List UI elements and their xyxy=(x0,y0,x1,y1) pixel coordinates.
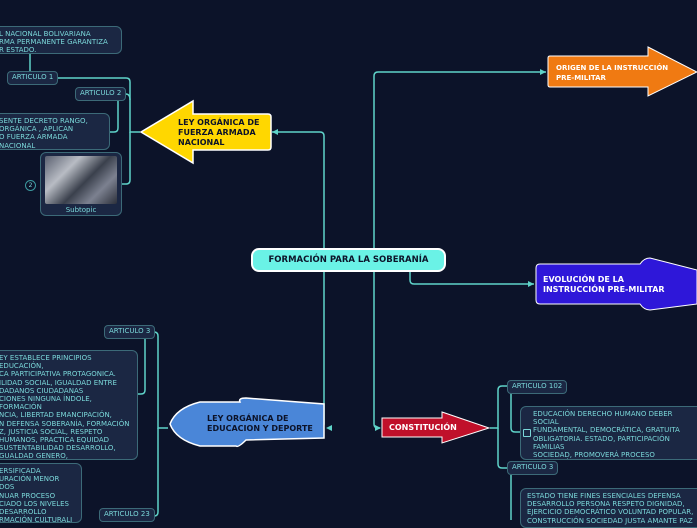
origen-label-line: PRE-MILITAR xyxy=(556,74,606,82)
origen-shape xyxy=(547,46,697,97)
evolucion-label-line: INSTRUCCIÓN PRE-MILITAR xyxy=(543,285,665,294)
educacion-label-line: LEY ORGÁNICA DE xyxy=(207,414,289,423)
evolucion-topic[interactable]: EVOLUCIÓN DE LA INSTRUCCIÓN PRE-MILITAR xyxy=(543,275,665,295)
constitucion-article-3-note[interactable]: ESTADO TIENE FINES ESENCIALES DEFENSA DE… xyxy=(520,488,697,528)
fuerza-armada-article-1-note[interactable]: L NACIONAL BOLIVARIANA RMA PERMANENTE GA… xyxy=(0,26,122,54)
fuerza-armada-topic[interactable]: LEY ORGÁNICA DE FUERZA ARMADA NACIONAL xyxy=(178,118,259,148)
origen-topic[interactable]: ORIGEN DE LA INSTRUCCIÓN PRE-MILITAR xyxy=(556,63,668,83)
fuerza-armada-label-line: FUERZA ARMADA xyxy=(178,128,256,137)
fuerza-armada-shape xyxy=(139,99,272,165)
origen-label-line: ORIGEN DE LA INSTRUCCIÓN xyxy=(556,64,669,72)
educacion-shape xyxy=(169,397,325,448)
educacion-article-3-note[interactable]: EY ESTABLECE PRINCIPIOS EDUCACIÓN, CA PA… xyxy=(0,350,138,460)
fuerza-armada-label-line: NACIONAL xyxy=(178,138,225,147)
evolucion-label-line: EVOLUCIÓN DE LA xyxy=(543,275,624,284)
fuerza-armada-article-2-note[interactable]: SENTE DECRETO RANGO, ORGÁNICA , APLICAN … xyxy=(0,113,110,150)
educacion-article-3-tag[interactable]: ARTICULO 3 xyxy=(104,325,156,339)
educacion-label-line: EDUCACION Y DEPORTE xyxy=(207,424,313,433)
constitucion-article-102-tag[interactable]: ARTICULO 102 xyxy=(507,380,568,394)
constitucion-article-3-tag[interactable]: ARTICULO 3 xyxy=(507,461,559,475)
educacion-article-23-note[interactable]: ERSIFICADA URACIÓN MENOR DOS NUAR PROCES… xyxy=(0,463,82,523)
evolucion-shape xyxy=(535,257,697,311)
image-subtopic[interactable]: Subtopic xyxy=(40,152,122,216)
checkbox-icon[interactable] xyxy=(523,429,531,437)
constitucion-shape xyxy=(381,411,491,444)
image-subtopic-caption: Subtopic xyxy=(65,206,97,214)
constitucion-article-102-note[interactable]: EDUCACIÓN DERECHO HUMANO DEBER SOCIAL FU… xyxy=(520,406,697,460)
subtopic-count-badge[interactable]: 2 xyxy=(25,180,36,191)
fuerza-armada-article-1-tag[interactable]: ARTICULO 1 xyxy=(7,71,59,85)
central-topic[interactable]: FORMACIÓN PARA LA SOBERANÍA xyxy=(251,248,446,272)
constitucion-topic[interactable]: CONSTITUCIÓN xyxy=(389,423,457,432)
soldiers-photo xyxy=(45,156,117,204)
fuerza-armada-label-line: LEY ORGÁNICA DE xyxy=(178,118,260,127)
educacion-topic[interactable]: LEY ORGÁNICA DE EDUCACION Y DEPORTE xyxy=(207,414,313,434)
fuerza-armada-article-2-tag[interactable]: ARTICULO 2 xyxy=(75,87,127,101)
